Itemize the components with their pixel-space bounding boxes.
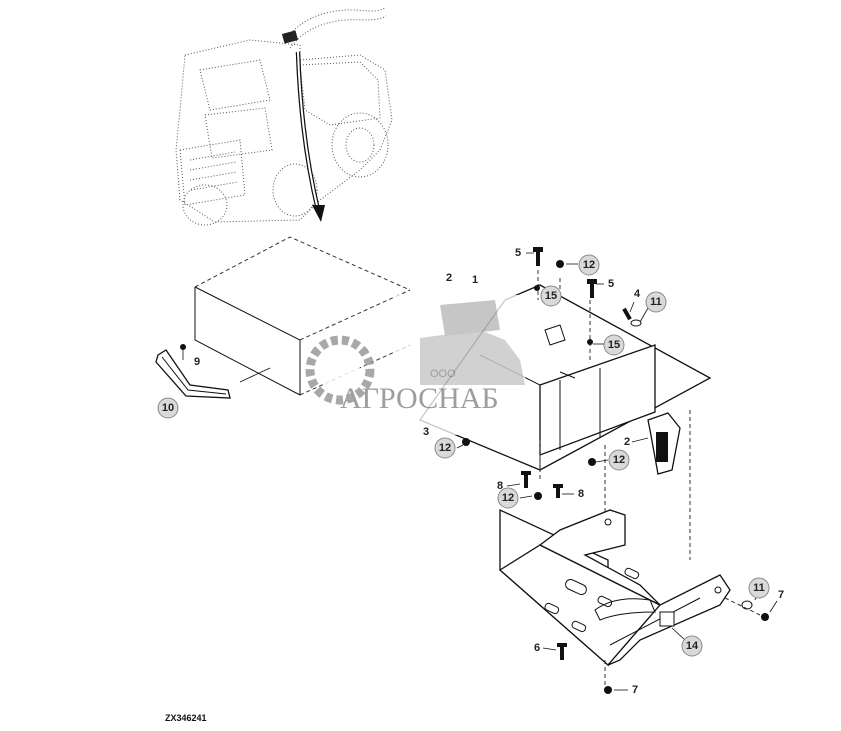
part-label-2-a: 2 xyxy=(446,272,452,284)
callout-12-right: 12 xyxy=(608,449,630,471)
lower-bracket-part xyxy=(498,508,778,694)
ghost-housing-outline xyxy=(194,236,411,396)
svg-text:11: 11 xyxy=(650,296,662,308)
watermark-small-text: ООО xyxy=(430,368,456,380)
part-label-1: 1 xyxy=(472,274,478,286)
part-label-5-a: 5 xyxy=(515,247,521,259)
svg-text:11: 11 xyxy=(753,582,765,594)
part-label-4: 4 xyxy=(634,288,641,300)
svg-text:12: 12 xyxy=(613,454,625,466)
part-label-8-a: 8 xyxy=(497,480,503,492)
machine-overview-illustration xyxy=(175,7,393,226)
drawing-reference-code: ZX346241 xyxy=(165,713,207,723)
callout-11-bottom: 11 xyxy=(748,577,770,599)
callout-12-top: 12 xyxy=(578,254,600,276)
svg-text:15: 15 xyxy=(608,339,620,351)
handle-part xyxy=(155,344,271,399)
callout-15-top: 15 xyxy=(540,285,562,307)
part-label-6: 6 xyxy=(534,642,540,654)
part-label-9: 9 xyxy=(194,356,200,368)
callout-10: 10 xyxy=(157,397,179,419)
svg-text:14: 14 xyxy=(686,640,699,652)
part-label-8-b: 8 xyxy=(578,488,584,500)
callout-15-mid: 15 xyxy=(603,334,625,356)
part-label-5-b: 5 xyxy=(608,278,614,290)
watermark-brand-text: АГРОСНАБ xyxy=(340,382,499,415)
part-label-7-b: 7 xyxy=(632,684,638,696)
callout-12-bottom: 12 xyxy=(497,487,519,509)
svg-text:12: 12 xyxy=(439,442,451,454)
svg-text:10: 10 xyxy=(162,402,174,414)
callout-12-left: 12 xyxy=(434,437,456,459)
svg-text:12: 12 xyxy=(502,492,514,504)
svg-text:12: 12 xyxy=(583,259,595,271)
callout-14: 14 xyxy=(681,635,703,657)
part-label-7-a: 7 xyxy=(778,589,784,601)
part-label-2-b: 2 xyxy=(624,436,630,448)
callout-11-top: 11 xyxy=(645,291,667,313)
part-label-3: 3 xyxy=(423,426,429,438)
watermark: ООО АГРОСНАБ xyxy=(305,295,525,435)
svg-text:15: 15 xyxy=(545,290,557,302)
